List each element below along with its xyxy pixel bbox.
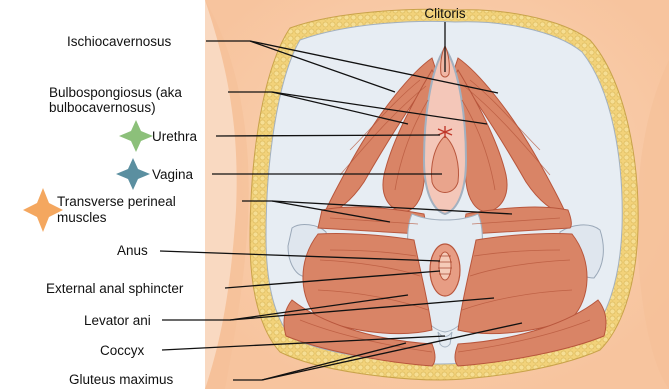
- label-gluteus-maximus: Gluteus maximus: [69, 372, 174, 387]
- label-bulbospongiosus-2: bulbocavernosus): [49, 100, 156, 115]
- label-ischiocavernosus: Ischiocavernosus: [67, 34, 172, 49]
- label-bulbospongiosus-1: Bulbospongiosus (aka: [49, 85, 182, 100]
- teal-star-marker: [116, 158, 150, 190]
- label-transverse-1: Transverse perineal: [57, 194, 176, 209]
- label-anus: Anus: [117, 243, 148, 258]
- label-external-anal-sphincter: External anal sphincter: [46, 281, 184, 296]
- label-coccyx: Coccyx: [100, 343, 145, 358]
- green-star-marker: [119, 120, 153, 152]
- label-transverse-2: muscles: [57, 210, 107, 225]
- label-urethra: Urethra: [152, 129, 198, 144]
- label-levator-ani: Levator ani: [84, 313, 151, 328]
- label-clitoris: Clitoris: [424, 6, 466, 21]
- label-vagina: Vagina: [152, 167, 194, 182]
